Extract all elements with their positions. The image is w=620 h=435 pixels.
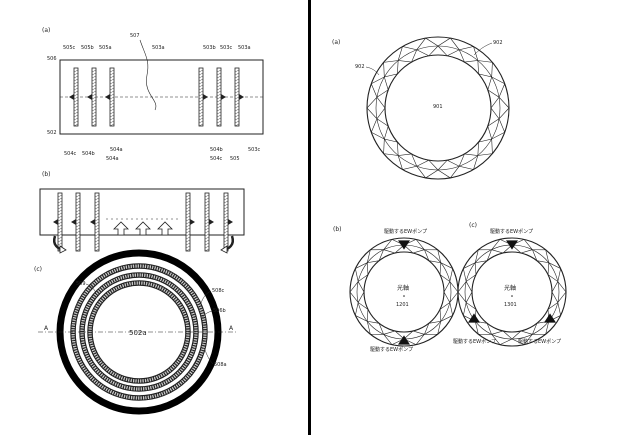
callout-504c-right: 504c xyxy=(210,156,223,162)
fig-b-label: (b) xyxy=(42,171,51,178)
fig-b-1201: 1201 xyxy=(396,302,409,308)
electrode-plate xyxy=(71,192,81,252)
pump-marker xyxy=(506,240,518,250)
electrode-plate xyxy=(87,67,97,127)
fig-c-truss-ring-three-pumps: (c) 駆動するEWポンプ 駆動するEWポンプ 駆動するEWポンプ 光軸 130… xyxy=(453,222,567,347)
callout-504c: 504c xyxy=(64,151,77,157)
pump-marker xyxy=(398,240,410,250)
fig-b-pump-flow-view: (b) xyxy=(39,171,245,254)
electrode-plate xyxy=(53,192,63,252)
callout-508c: 508c xyxy=(212,288,225,294)
callout-902-left: 902 xyxy=(355,64,365,70)
right-panel: (a) 901 902 902 (b) 駆動するEWポンプ 駆動するEWポンプ … xyxy=(332,36,567,353)
truss-ring-c xyxy=(457,237,567,347)
fig-a-label: (a) xyxy=(42,27,50,34)
truss-ring-b xyxy=(349,237,459,347)
fig-c-left-pump-label: 駆動するEWポンプ xyxy=(453,338,496,345)
fig-a-waveguide-top-view: (a) 505c 505b 505a 507 503a 503b 503c 50… xyxy=(42,27,264,162)
callout-503a: 503a xyxy=(238,45,251,51)
callout-502: 502 xyxy=(47,130,57,136)
electrode-plate xyxy=(185,192,195,252)
callout-503c-bottom: 503c xyxy=(248,147,261,153)
fig-b-bottom-pump-label: 駆動するEWポンプ xyxy=(370,346,413,353)
fig-c-1301: 1301 xyxy=(504,302,517,308)
center-502a: 502a xyxy=(129,329,147,337)
right-fig-b-label: (b) xyxy=(333,226,342,233)
fig-a-truss-ring: (a) 901 902 902 xyxy=(332,36,510,180)
fig-b-optical-axis-label: 光軸 xyxy=(397,284,409,292)
callout-504b: 504b xyxy=(82,151,95,157)
callout-507: 507 xyxy=(130,33,140,39)
fig-c-optical-axis-label: 光軸 xyxy=(504,284,516,292)
fig-c-top-pump-label: 駆動するEWポンプ xyxy=(490,228,533,235)
sheet-divider xyxy=(308,0,311,435)
section-label-left: A xyxy=(44,325,49,332)
callout-506b: 506b xyxy=(213,308,226,314)
pump-marker xyxy=(468,313,480,323)
electrode-plate xyxy=(69,67,79,127)
fig-c-right-pump-label: 駆動するEWポンプ xyxy=(518,338,561,345)
callout-505c: 505c xyxy=(63,45,76,51)
electrode-plate xyxy=(204,192,214,252)
truss-ring-large xyxy=(366,36,510,180)
up-arrow-1 xyxy=(113,221,129,236)
callout-509: 509 xyxy=(76,281,86,287)
section-label-right: A xyxy=(229,325,234,332)
right-fig-c-label: (c) xyxy=(469,222,477,229)
right-fig-a-label: (a) xyxy=(332,39,340,46)
callout-505a: 505a xyxy=(99,45,112,51)
fig-a-electrode-plates xyxy=(69,67,244,127)
callout-503c: 503c xyxy=(220,45,233,51)
electrode-plate xyxy=(105,67,115,127)
fig-c-ring-cross-section: (c) A A 502a 509 508c 506b 508a xyxy=(34,249,238,415)
electrode-plate xyxy=(90,192,100,252)
left-panel: (a) 505c 505b 505a 507 503a 503b 503c 50… xyxy=(34,27,264,415)
electrode-plate xyxy=(198,67,208,127)
callout-506: 506 xyxy=(47,56,57,62)
fig-b-electrode-plates xyxy=(53,192,233,252)
callout-505: 505 xyxy=(230,156,240,162)
fig-b-truss-ring-two-pumps: (b) 駆動するEWポンプ 駆動するEWポンプ 光軸 1201 xyxy=(333,226,459,353)
up-arrow-3 xyxy=(157,221,173,236)
pump-marker xyxy=(398,335,410,345)
callout-504a: 504a xyxy=(106,156,119,162)
callout-505b: 505b xyxy=(81,45,94,51)
center-901: 901 xyxy=(433,104,443,110)
callout-508a: 508a xyxy=(214,362,227,368)
up-arrow-2 xyxy=(135,221,151,236)
callout-504b-right: 504b xyxy=(210,147,223,153)
fig-b-top-pump-label: 駆動するEWポンプ xyxy=(384,228,427,235)
callout-504a-upper: 504a xyxy=(110,147,123,153)
electrode-plate xyxy=(216,67,226,127)
electrode-plate xyxy=(234,67,244,127)
fig-c-label: (c) xyxy=(34,266,42,273)
pump-marker xyxy=(544,313,556,323)
callout-503a-mid: 503a xyxy=(152,45,165,51)
callout-902-top: 902 xyxy=(493,40,503,46)
callout-503b: 503b xyxy=(203,45,216,51)
